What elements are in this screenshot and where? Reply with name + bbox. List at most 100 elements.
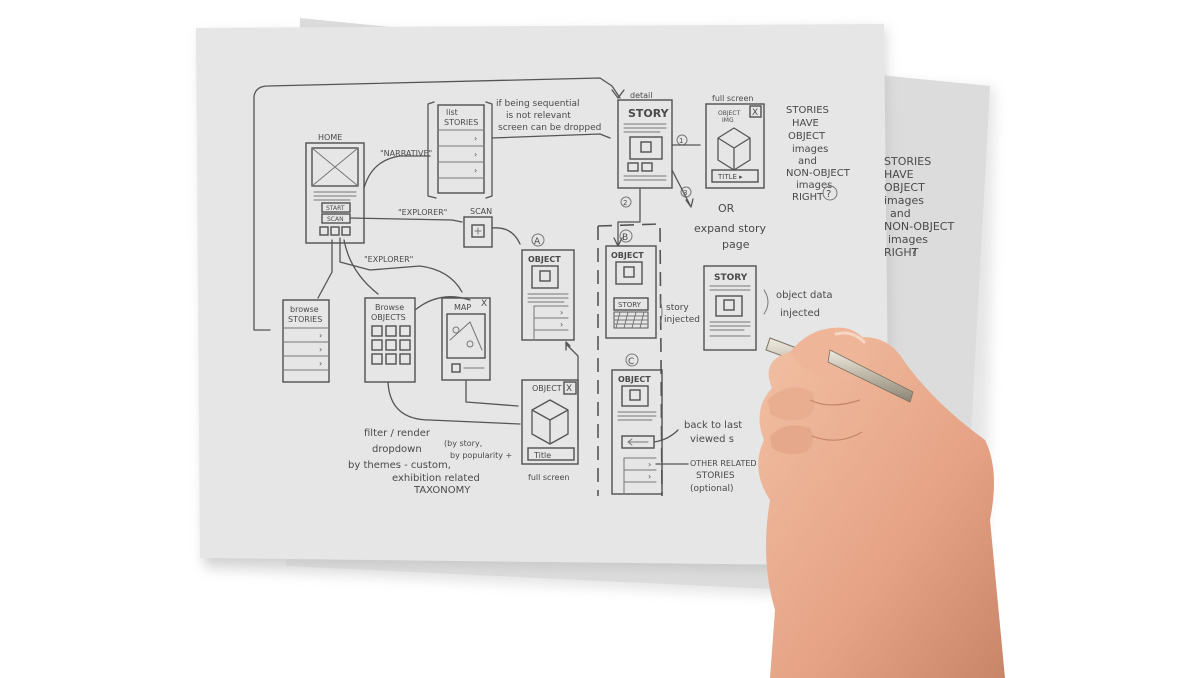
svg-text:(optional): (optional) [690, 484, 734, 494]
svg-text:?: ? [826, 189, 831, 200]
svg-text:SCAN: SCAN [470, 207, 492, 216]
story-right-screen: STORY [703, 265, 757, 351]
svg-text:X: X [481, 299, 487, 309]
svg-text:?: ? [911, 246, 917, 259]
svg-text:STORIES: STORIES [288, 315, 322, 324]
explorer-label: "EXPLORER" [398, 208, 447, 217]
object-data-note: object data injected [763, 289, 833, 319]
svg-text:STORIES: STORIES [444, 118, 478, 127]
svg-text:is not relevant: is not relevant [506, 111, 571, 121]
sequential-note: if being sequential is not relevant scre… [496, 99, 601, 133]
home-title: HOME [318, 133, 342, 142]
svg-text:B: B [622, 233, 628, 243]
back-note: back to last viewed s [684, 420, 742, 445]
svg-text:and: and [890, 207, 911, 220]
svg-text:detail: detail [630, 91, 652, 100]
svg-text:if being sequential: if being sequential [496, 99, 580, 109]
svg-text:OR: OR [718, 202, 735, 215]
svg-text:STORIES: STORIES [884, 155, 931, 168]
object-c-screen: C OBJECT › › [611, 353, 663, 495]
svg-text:C: C [628, 357, 634, 367]
svg-text:object data: object data [776, 290, 833, 301]
svg-text:›: › [319, 345, 322, 354]
svg-text:OTHER RELATED: OTHER RELATED [690, 459, 757, 468]
svg-text:injected: injected [780, 308, 820, 319]
or-note: OR expand story page [694, 202, 767, 251]
svg-text:browse: browse [290, 305, 319, 314]
svg-text:STORIES: STORIES [696, 471, 735, 481]
svg-text:page: page [722, 238, 750, 251]
svg-text:Title: Title [533, 451, 551, 460]
svg-text:MAP: MAP [454, 303, 471, 312]
svg-text:full screen: full screen [528, 473, 569, 482]
svg-text:X: X [752, 108, 758, 118]
object-b-screen: B OBJECT STORY [605, 229, 657, 339]
svg-text:back to last: back to last [684, 420, 742, 431]
svg-text:screen can be dropped: screen can be dropped [498, 123, 601, 133]
svg-text:OBJECT: OBJECT [532, 384, 562, 393]
svg-text:NON-OBJECT: NON-OBJECT [786, 168, 851, 179]
marker-3: 3 [683, 189, 687, 197]
svg-text:OBJECT: OBJECT [718, 110, 741, 117]
svg-text:NON-OBJECT: NON-OBJECT [884, 220, 954, 233]
svg-text:filter / render: filter / render [364, 428, 431, 439]
marker-2: 2 [623, 199, 627, 207]
front-paper-sheet [196, 24, 890, 566]
svg-text:STORIES: STORIES [786, 105, 829, 116]
marker-1: 1 [679, 137, 683, 145]
map-screen: MAP X [441, 297, 491, 381]
svg-text:dropdown: dropdown [372, 444, 422, 455]
svg-text:and: and [798, 156, 817, 167]
svg-text:full screen: full screen [712, 94, 753, 103]
svg-text:STORY: STORY [628, 107, 670, 120]
svg-text:by popularity +: by popularity + [450, 451, 512, 460]
svg-text:IMG: IMG [722, 117, 734, 124]
story-injected-note: story injected [659, 299, 700, 325]
list-stories-screen: list STORIES › › › [427, 101, 493, 199]
explorer-label-2: "EXPLORER" [364, 255, 413, 264]
svg-text:OBJECT: OBJECT [884, 181, 925, 194]
svg-text:expand story: expand story [694, 222, 767, 235]
svg-text:story: story [666, 303, 689, 313]
svg-text:images: images [792, 144, 828, 155]
hand-with-pen [758, 327, 1005, 678]
svg-text:›: › [560, 320, 563, 329]
object-a-screen: A OBJECT › › [521, 233, 575, 341]
narrative-label: "NARRATIVE" [380, 149, 432, 158]
back-sheet-note: STORIES HAVE OBJECT images and NON-OBJEC… [884, 155, 954, 259]
svg-text:›: › [474, 166, 477, 175]
svg-text:Browse: Browse [375, 303, 404, 312]
filter-note: filter / render dropdown by themes - cus… [348, 428, 480, 496]
other-related-note: OTHER RELATED STORIES (optional) [690, 459, 757, 494]
svg-text:TAXONOMY: TAXONOMY [413, 485, 471, 496]
svg-text:›: › [319, 331, 322, 340]
svg-text:OBJECT: OBJECT [788, 131, 826, 142]
svg-text:OBJECT: OBJECT [528, 255, 561, 264]
svg-text:images: images [884, 194, 924, 207]
svg-text:images: images [888, 233, 928, 246]
browse-objects-screen: Browse OBJECTS [364, 297, 416, 383]
svg-text:STORY: STORY [714, 273, 748, 283]
scan-screen: SCAN [463, 207, 493, 248]
stories-note: STORIES HAVE OBJECT images and NON-OBJEC… [786, 105, 851, 203]
browse-stories-screen: browse STORIES › › › [282, 299, 330, 383]
svg-text:›: › [319, 359, 322, 368]
svg-text:A: A [534, 237, 541, 247]
svg-text:›: › [474, 150, 477, 159]
svg-text:OBJECTS: OBJECTS [371, 313, 406, 322]
svg-text:by themes - custom,: by themes - custom, [348, 460, 451, 471]
svg-text:›: › [474, 134, 477, 143]
svg-text:injected: injected [664, 315, 700, 325]
svg-text:HAVE: HAVE [792, 118, 819, 129]
svg-text:list: list [446, 108, 458, 117]
svg-text:TITLE ▸: TITLE ▸ [717, 173, 743, 181]
svg-text:›: › [648, 460, 651, 469]
svg-text:images: images [796, 180, 832, 191]
svg-text:RIGHT: RIGHT [792, 192, 824, 203]
svg-text:OBJECT: OBJECT [611, 251, 644, 260]
svg-text:exhibition related: exhibition related [392, 473, 480, 484]
svg-text:›: › [560, 308, 563, 317]
filter-side-note: (by story, by popularity + [444, 439, 512, 460]
svg-text:STORY: STORY [618, 301, 642, 309]
